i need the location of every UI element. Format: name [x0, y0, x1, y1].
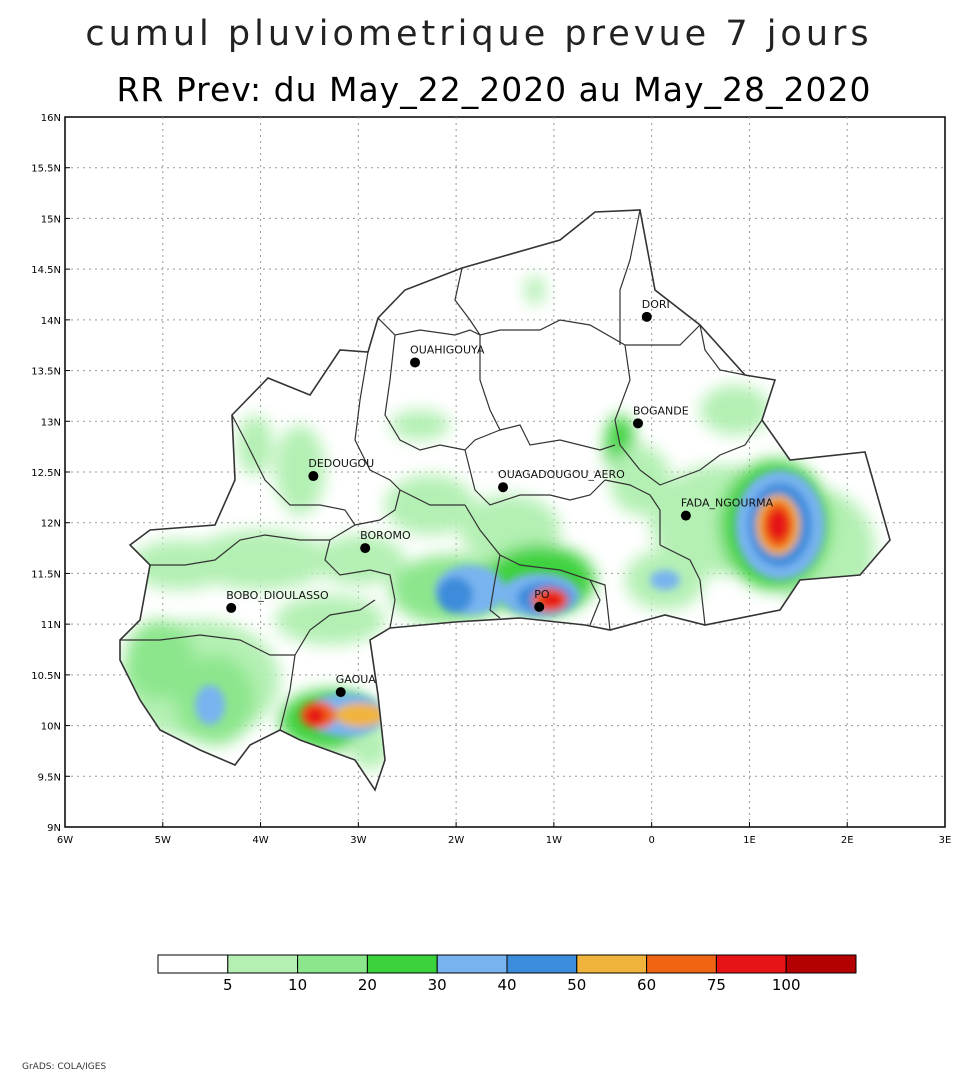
lat-tick-label: 9.5N — [38, 772, 61, 783]
lat-tick-label: 15N — [41, 214, 61, 225]
city-dot — [534, 601, 545, 612]
colorbar-swatch — [366, 954, 438, 974]
lat-tick-label: 12N — [41, 519, 61, 530]
lat-tick-label: 14.5N — [31, 265, 61, 276]
lat-tick-label: 9N — [47, 823, 61, 834]
lat-tick-label: 10.5N — [31, 671, 61, 682]
lon-tick-label: 4W — [252, 835, 268, 846]
colorbar-swatch — [715, 954, 787, 974]
colorbar-swatch — [157, 954, 229, 974]
colorbar-swatch — [576, 954, 648, 974]
lat-tick-label: 16N — [41, 113, 61, 124]
city-dot — [498, 482, 509, 493]
city-label: OUAGADOUGOU_AERO — [498, 468, 625, 481]
city-label: OUAHIGOUYA — [410, 343, 485, 356]
rainfall-field — [120, 275, 875, 770]
lat-tick-label: 11.5N — [31, 569, 61, 580]
lat-tick-label: 11N — [41, 620, 61, 631]
credit-text: GrADS: COLA/IGES — [22, 1062, 107, 1072]
colorbar-label: 100 — [772, 976, 801, 994]
lat-tick-label: 13.5N — [31, 367, 61, 378]
city-label: DEDOUGOU — [308, 457, 374, 470]
colorbar-swatch — [227, 954, 299, 974]
city-dot — [410, 357, 421, 368]
map-subtitle: RR Prev: du May_22_2020 au May_28_2020 — [116, 70, 872, 109]
lon-tick-label: 3E — [939, 835, 952, 846]
lat-tick-label: 12.5N — [31, 468, 61, 479]
lon-tick-label: 2W — [448, 835, 464, 846]
lat-tick-label: 13N — [41, 417, 61, 428]
axis-ticks: 16N 15.5N 15N 14.5N 14N 13.5N 13N 12.5N 12N 11.5N… — [31, 113, 951, 846]
colorbar-label: 20 — [358, 976, 377, 994]
colorbar-label: 60 — [637, 976, 656, 994]
lon-tick-label: 0 — [648, 835, 654, 846]
colorbar-label: 5 — [223, 976, 233, 994]
lon-tick-label: 5W — [155, 835, 171, 846]
city-dot — [641, 311, 652, 322]
city-dot — [335, 687, 346, 698]
city-dot — [226, 602, 237, 613]
city-label: DORI — [642, 298, 670, 311]
city-label: PO — [534, 588, 550, 601]
colorbar-label: 50 — [567, 976, 586, 994]
city-markers: DORI OUAHIGOUYA BOGANDE DEDOUGOU OUAGADOUGOU… — [226, 298, 774, 698]
colorbar-swatch — [785, 954, 857, 974]
lon-tick-label: 1W — [546, 835, 562, 846]
colorbar-swatch — [646, 954, 717, 974]
colorbar-label: 30 — [428, 976, 447, 994]
city-dot — [680, 510, 691, 521]
city-label: BOBO_DIOULASSO — [226, 589, 329, 602]
city-label: BOGANDE — [633, 404, 689, 417]
city-dot — [632, 418, 643, 429]
lon-tick-label: 1E — [743, 835, 756, 846]
map-title: cumul pluviometrique prevue 7 jours — [85, 14, 873, 54]
colorbar: 5 10 20 30 40 50 60 75 100 — [157, 954, 857, 994]
colorbar-swatch — [506, 954, 578, 974]
colorbar-label: 10 — [288, 976, 307, 994]
colorbar-label: 75 — [707, 976, 726, 994]
colorbar-swatch — [297, 954, 368, 974]
city-dot — [308, 471, 319, 482]
city-label: BOROMO — [360, 529, 411, 542]
lat-tick-label: 14N — [41, 316, 61, 327]
colorbar-swatch — [436, 954, 508, 974]
lon-tick-label: 6W — [57, 835, 73, 846]
colorbar-label: 40 — [497, 976, 516, 994]
city-label: FADA_NGOURMA — [681, 497, 774, 510]
city-label: GAOUA — [336, 673, 377, 686]
city-dot — [360, 543, 371, 554]
region-boundaries — [120, 209, 763, 731]
lon-tick-label: 2E — [841, 835, 854, 846]
lat-tick-label: 15.5N — [31, 164, 61, 175]
lat-tick-label: 10N — [41, 722, 61, 733]
lon-tick-label: 3W — [350, 835, 366, 846]
